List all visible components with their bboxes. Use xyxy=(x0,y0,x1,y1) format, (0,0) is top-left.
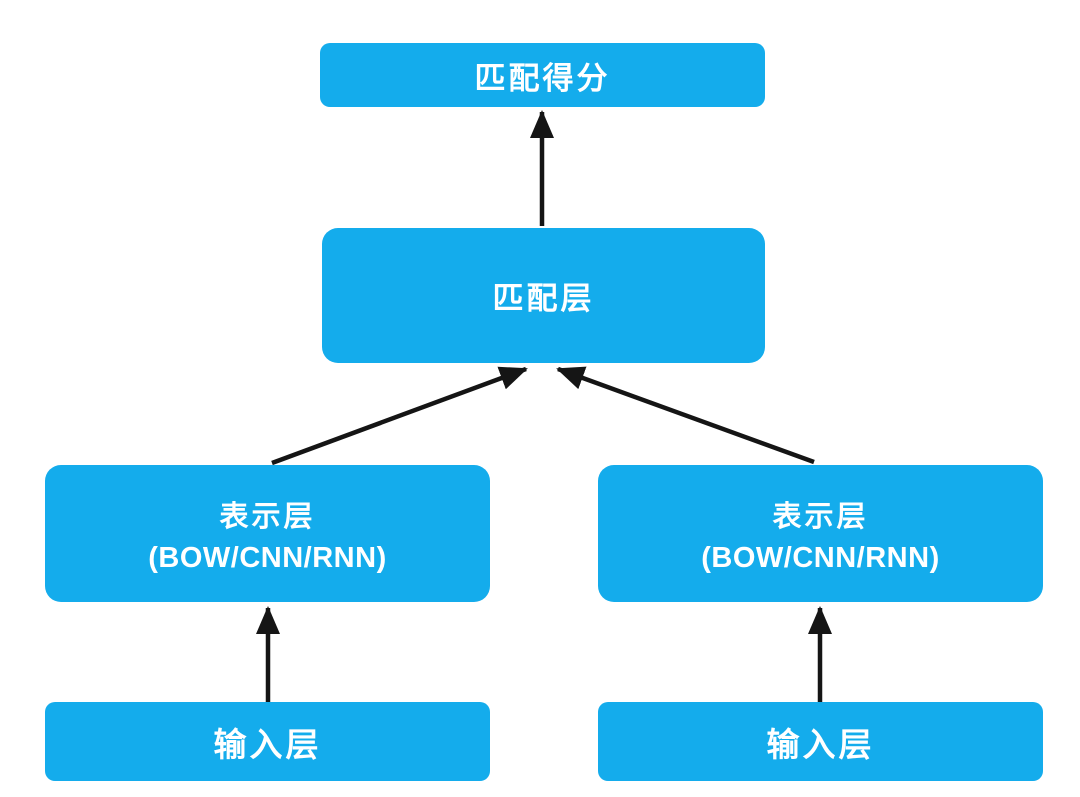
representation-layer-left-title: 表示层 xyxy=(219,500,316,533)
representation-layer-right-title: 表示层 xyxy=(772,500,869,533)
matching-layer-label: 匹配层 xyxy=(492,281,595,316)
node-input-layer-right: 输入层 xyxy=(598,702,1043,781)
match-score-label: 匹配得分 xyxy=(474,60,611,96)
node-representation-layer-right: 表示层 (BOW/CNN/RNN) xyxy=(598,465,1043,602)
node-match-score: 匹配得分 xyxy=(320,43,765,107)
representation-layer-left-subtitle: (BOW/CNN/RNN) xyxy=(148,541,387,574)
input-layer-left-label: 输入层 xyxy=(213,725,322,763)
node-matching-layer: 匹配层 xyxy=(322,228,765,363)
node-input-layer-left: 输入层 xyxy=(45,702,490,781)
node-representation-layer-left: 表示层 (BOW/CNN/RNN) xyxy=(45,465,490,602)
arrow-repr-right-to-match xyxy=(556,366,815,465)
representation-layer-right-subtitle: (BOW/CNN/RNN) xyxy=(701,541,940,574)
arrow-repr-left-to-match xyxy=(271,366,528,466)
input-layer-right-label: 输入层 xyxy=(766,725,875,763)
